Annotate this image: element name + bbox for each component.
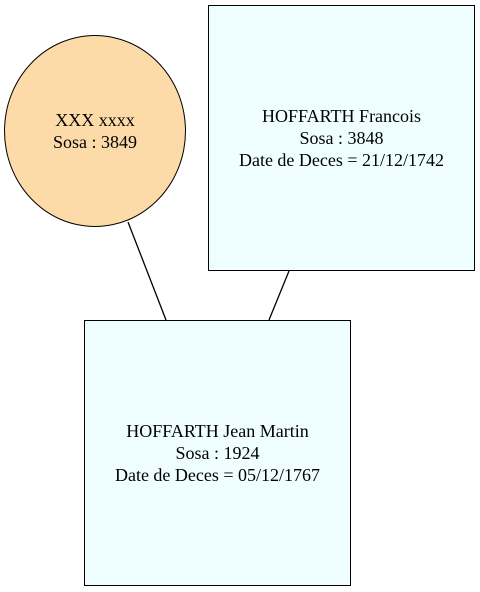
father-name: HOFFARTH Francois xyxy=(261,106,422,126)
child-node[interactable]: HOFFARTH Jean Martin Sosa : 1924 Date de… xyxy=(84,320,351,586)
mother-node[interactable]: XXX xxxx Sosa : 3849 xyxy=(4,35,186,227)
mother-sosa: Sosa : 3849 xyxy=(52,132,137,152)
father-child-edge xyxy=(268,270,290,321)
mother-child-edge xyxy=(127,221,167,321)
child-name: HOFFARTH Jean Martin xyxy=(126,421,309,441)
father-node[interactable]: HOFFARTH Francois Sosa : 3848 Date de De… xyxy=(208,5,475,271)
mother-name: XXX xxxx xyxy=(55,110,135,130)
father-sosa: Sosa : 3848 xyxy=(299,128,384,148)
father-death-date: Date de Deces = 21/12/1742 xyxy=(238,150,445,170)
child-death-date: Date de Deces = 05/12/1767 xyxy=(114,465,321,485)
child-sosa: Sosa : 1924 xyxy=(175,443,260,463)
